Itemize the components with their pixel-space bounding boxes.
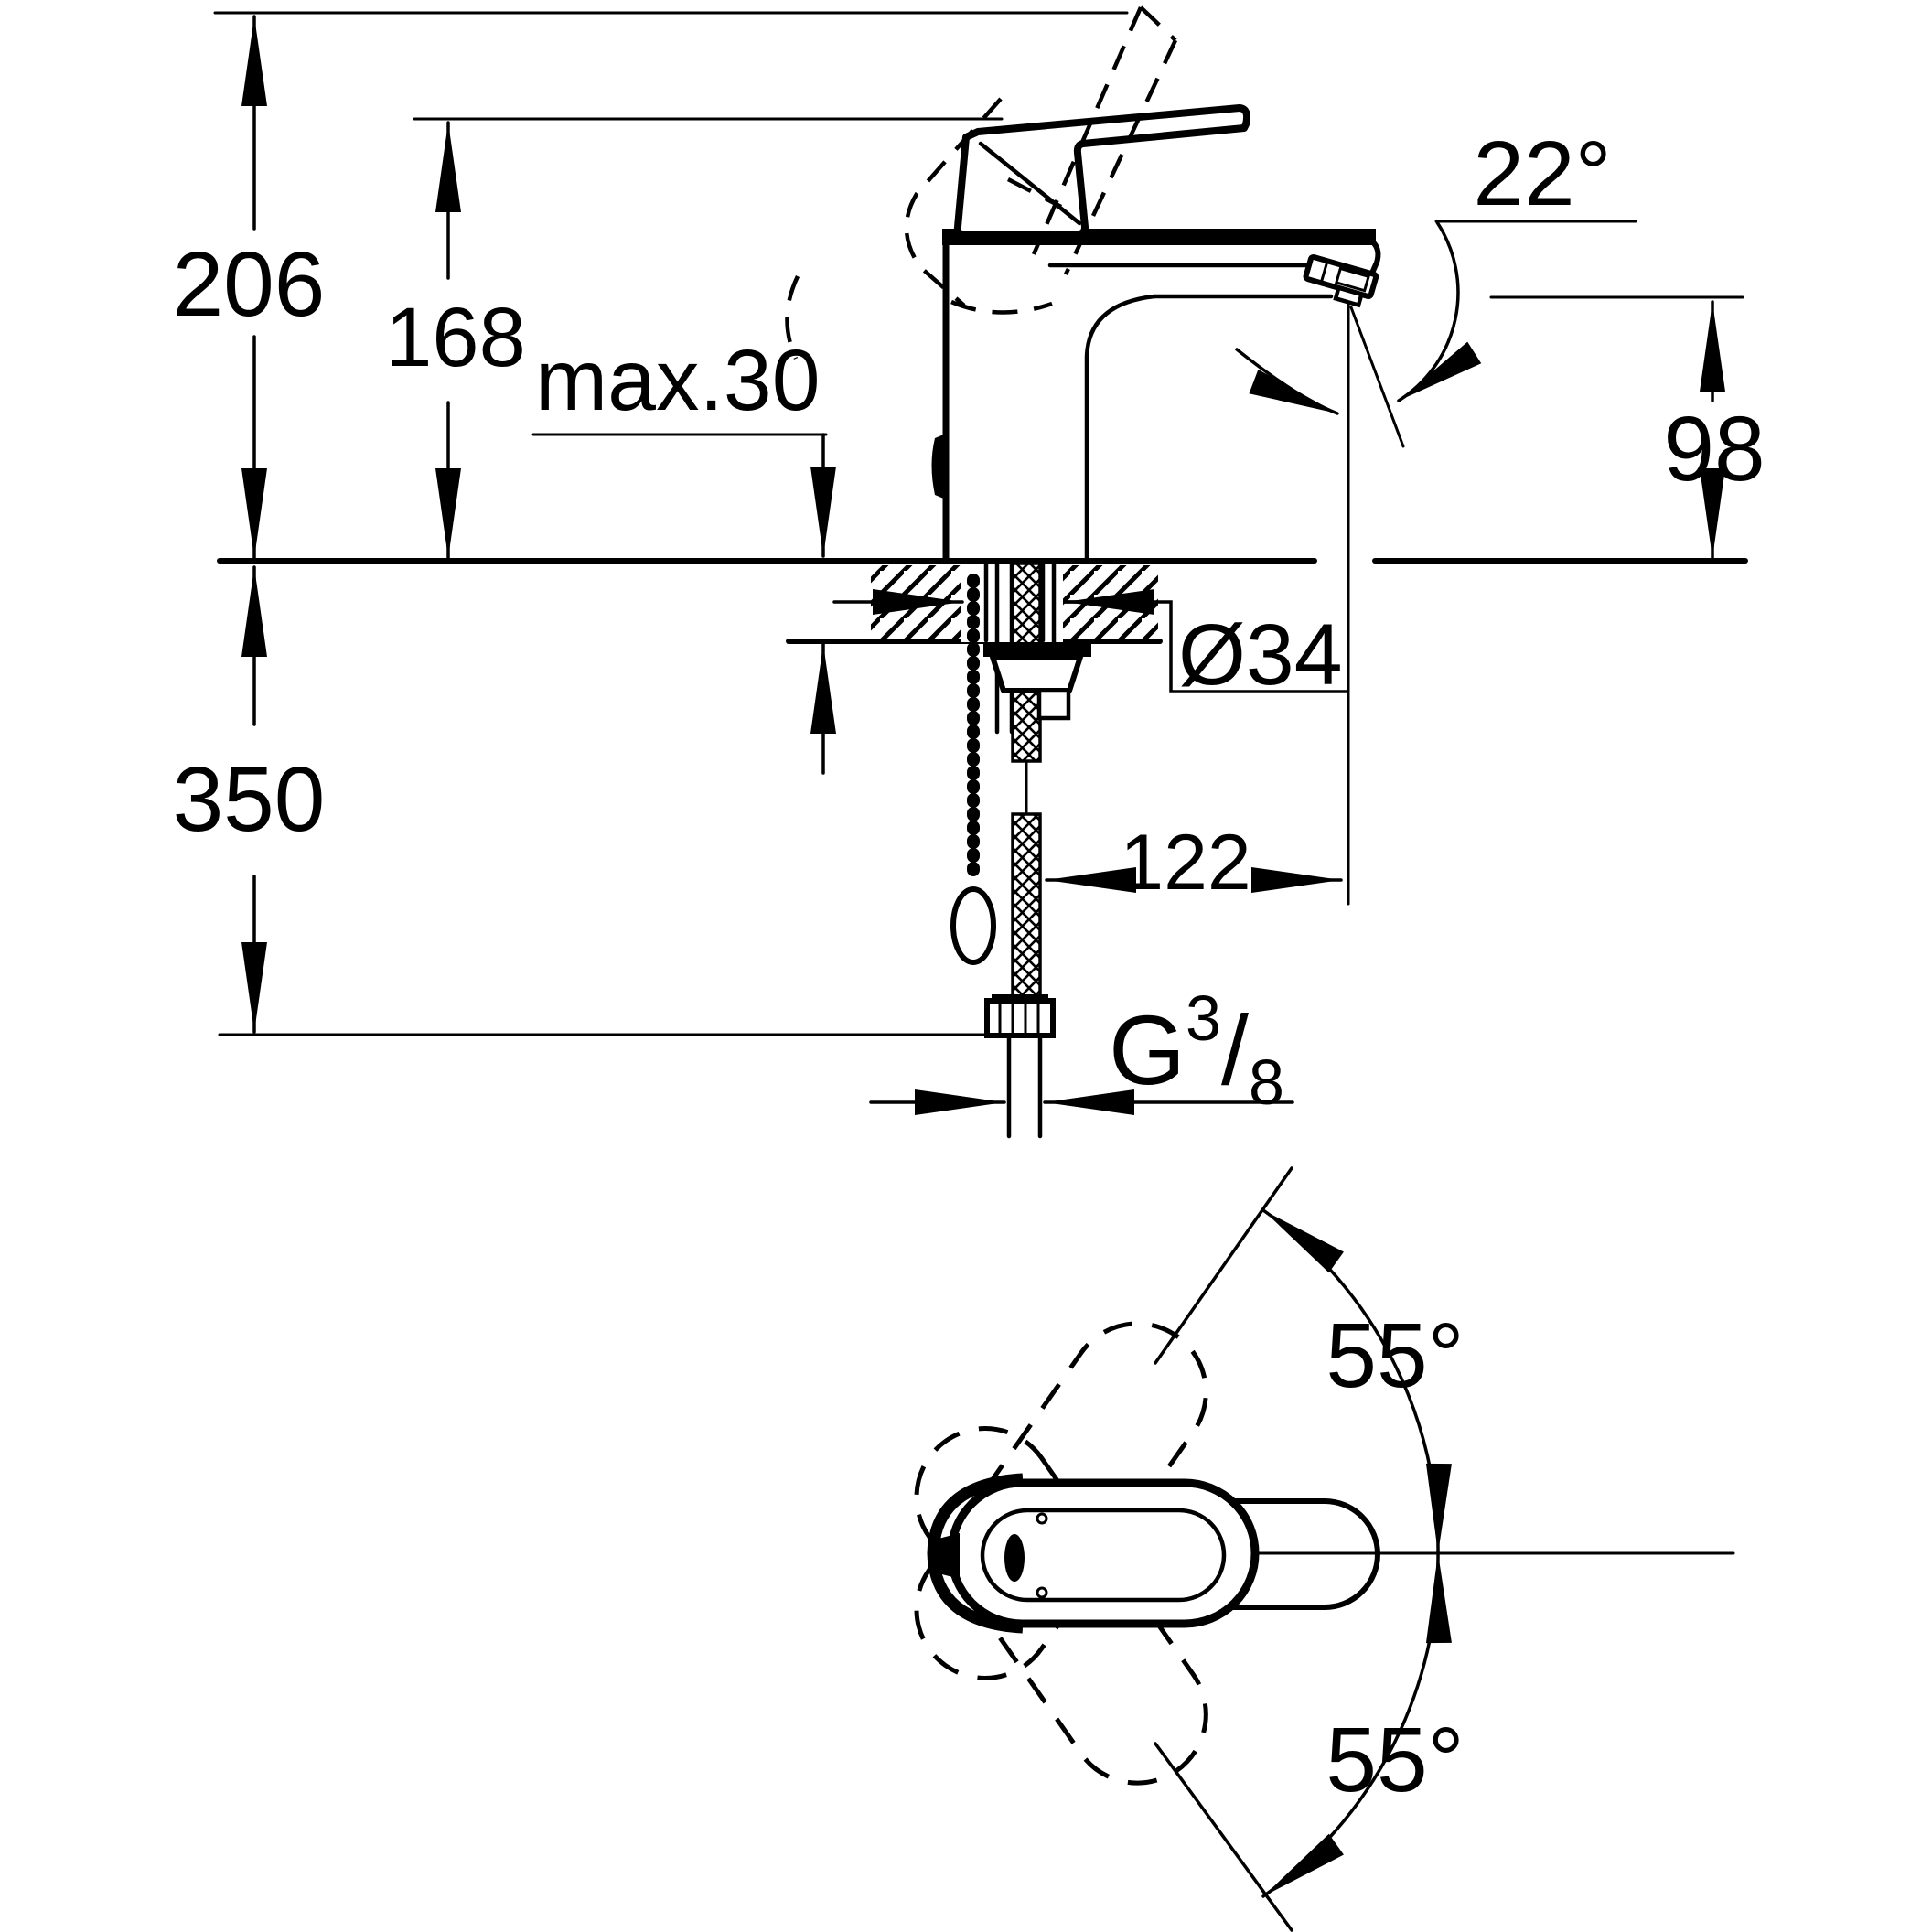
aerator-groove [1320,261,1328,283]
dim-body-height: 168 [385,121,526,560]
swivel-ray-upper [1154,1166,1293,1365]
mounting-nut-step [1036,688,1071,721]
thread-slash: / [1221,994,1249,1105]
dim-label-outlet-offset: 122 [1120,819,1251,907]
body-front-edge [1084,294,1157,564]
angle-arc [1397,220,1482,402]
waste-pull-tab [931,434,946,499]
dim-label-hose-length: 350 [173,748,326,851]
stream-angle-line [1349,306,1405,448]
faucet-body [931,229,1381,564]
raised-lever-base [904,97,1003,307]
aerator-insert [1335,266,1370,293]
dim-spout-angle: 22° [1235,123,1612,415]
handle-inner-contour [980,1508,1227,1603]
dim-label-swivel-upper: 55° [1326,1304,1464,1407]
mounting-nut [988,654,1085,693]
handle-logo-mark [1004,1534,1025,1582]
aerator [1303,253,1379,308]
dim-thread: G3/8 [869,982,1294,1118]
dim-label-spout-angle: 22° [1473,123,1611,225]
thread-denominator: 8 [1249,1046,1284,1118]
dim-label-thread: G3/8 [1109,982,1284,1118]
dim-label-swivel-lower: 55° [1326,1709,1464,1811]
dim-label-hole-diameter: Ø34 [1178,606,1343,703]
chain-pull-knob [950,886,996,965]
raised-lever-base-arc [950,299,1053,315]
swivel-arc-upper [1261,1208,1452,1555]
handle-top-outline [947,1478,1260,1628]
dim-outlet-height: 98 [1663,300,1766,560]
dim-deck-thickness: max.30 [535,332,836,775]
lever-raised-dashed [785,5,1178,360]
handle-pin-dot [1036,1586,1048,1599]
flex-hose-lower [1011,812,1042,1003]
dim-hose-length: 350 [173,565,326,1034]
dim-label-outlet-height: 98 [1663,398,1765,500]
raised-lever-edge [1031,6,1143,255]
angle-leader [1235,348,1339,415]
dim-total-height: 206 [173,15,326,560]
leader-line [1063,600,1348,693]
side-view: 206 168 max.30 350 98 [173,5,1766,1139]
raised-lever-back-arc [785,275,800,360]
thread-numerator: 3 [1186,982,1221,1054]
dim-label-deck-thickness: max.30 [535,332,821,429]
lever-solid [953,104,1251,238]
dim-label-total-height: 206 [173,233,326,336]
mounting-flange [983,644,1091,657]
lever-outline [953,104,1251,238]
raised-lever-base-crease [1006,177,1063,209]
lever-crease [978,141,1082,226]
handle-pin-dot [1036,1512,1048,1525]
hose-nut [984,998,1056,1038]
swivel-ray-lower [1154,1742,1293,1932]
dim-hole-diameter: Ø34 [832,589,1348,703]
thread-prefix: G [1109,994,1186,1105]
spout-tip-face [1364,241,1381,288]
dim-label-body-height: 168 [385,291,526,384]
temp-limiter-tab [934,1533,960,1579]
swivel-arc-lower [1261,1551,1452,1898]
handle-back-dome [927,1473,1024,1634]
raised-lever-tip [1139,5,1177,42]
dim-outlet-offset: 122 [1045,819,1343,907]
mounting-assembly [950,561,1091,1139]
aerator-nub [1333,284,1365,308]
raised-lever-edge [1063,39,1178,275]
top-view: 55° 55° [914,1166,1735,1932]
